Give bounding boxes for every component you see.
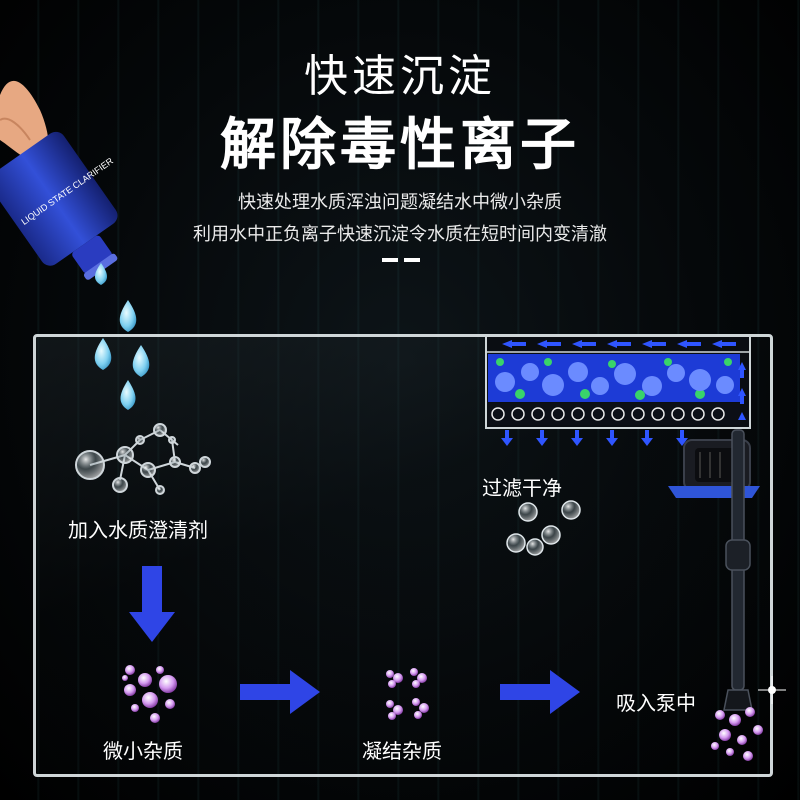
headline: 快速沉淀 [304, 51, 496, 102]
step-filter-clean: 过滤干净 [482, 476, 562, 500]
molecule-icon [75, 423, 211, 495]
description-line-2: 利用水中正负离子快速沉淀令水质在短时间内变清澈 [193, 224, 607, 245]
sparkle [758, 676, 786, 704]
description-line-1: 快速处理水质浑浊问题凝结水中微小杂质 [238, 192, 562, 213]
step-add-clarifier: 加入水质澄清剂 [68, 518, 208, 542]
filter-box-icon [485, 335, 751, 446]
hand [0, 80, 49, 163]
step-pump-intake: 吸入泵中 [616, 691, 696, 715]
divider-dash-left [382, 258, 398, 262]
arrow-down-icon [129, 566, 175, 642]
tiny-impurities-cluster [122, 665, 177, 723]
subheadline: 解除毒性离子 [220, 113, 580, 178]
pump-icon [668, 429, 760, 711]
step-tiny-impurities: 微小杂质 [103, 739, 183, 763]
divider-dash-right [404, 258, 420, 262]
arrow-right-icon [240, 670, 320, 714]
bubble-icons [506, 500, 581, 556]
arrow-right-icon [500, 670, 580, 714]
water-drop-icons [94, 263, 150, 410]
intake-particles [711, 707, 763, 761]
coagulated-impurities [386, 668, 429, 720]
step-coagulate: 凝结杂质 [362, 739, 442, 763]
